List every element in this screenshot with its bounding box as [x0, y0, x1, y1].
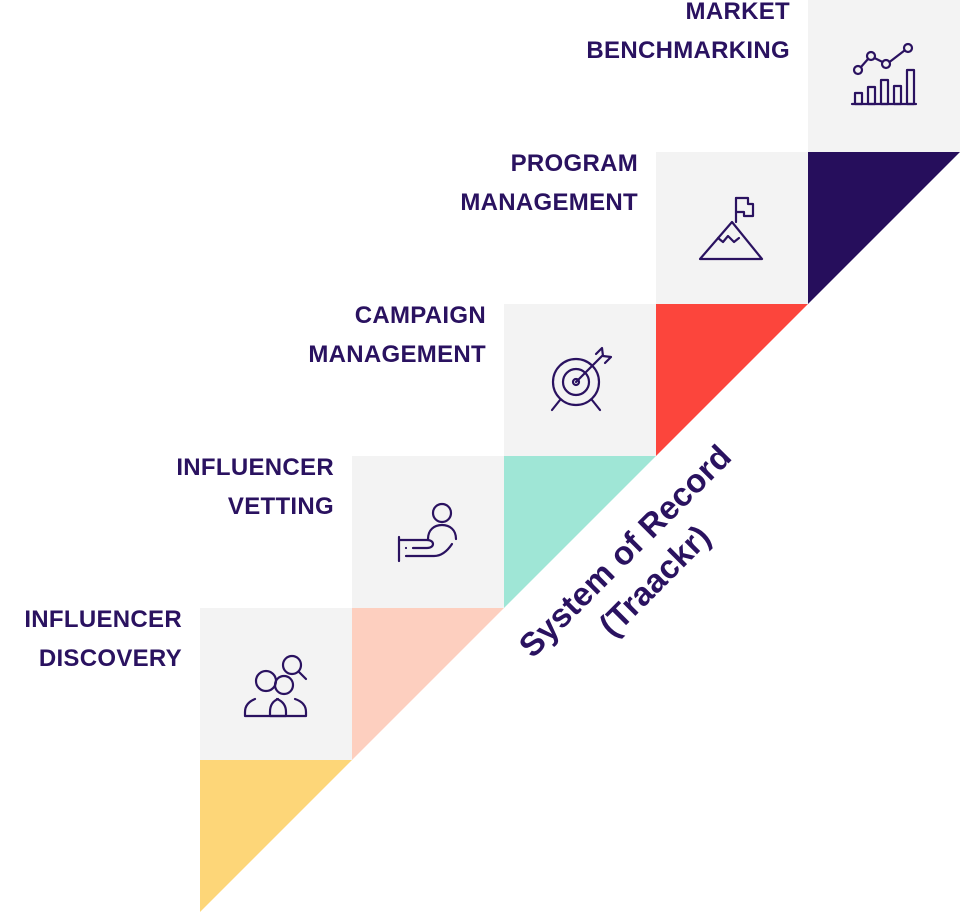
step-label-benchmarking: MARKET BENCHMARKING [586, 0, 790, 70]
triangle-benchmarking [808, 152, 960, 304]
people-search-icon [243, 654, 308, 718]
target-icon [550, 346, 613, 412]
step-label-line1: INFLUENCER [24, 606, 182, 633]
step-label-line2: MANAGEMENT [460, 189, 638, 216]
step-label-line1: INFLUENCER [176, 454, 334, 481]
step-box-program [656, 152, 808, 304]
triangle-program [656, 304, 808, 456]
step-label-line2: DISCOVERY [38, 645, 182, 672]
step-box-discovery [200, 608, 352, 760]
triangle-discovery [200, 760, 352, 912]
step-label-discovery: INFLUENCER DISCOVERY [24, 600, 182, 678]
step-label-line1: PROGRAM [510, 150, 638, 177]
step-label-line1: MARKET [685, 0, 790, 25]
step-box-benchmarking [808, 0, 960, 152]
hand-person-icon [397, 502, 458, 563]
triangle-campaign [504, 456, 656, 608]
bar-line-chart-icon [850, 42, 918, 106]
step-box-campaign [504, 304, 656, 456]
step-label-campaign: CAMPAIGN MANAGEMENT [308, 296, 486, 374]
step-label-line2: MANAGEMENT [308, 341, 486, 368]
step-label-vetting: INFLUENCER VETTING [176, 448, 334, 526]
step-label-line1: CAMPAIGN [354, 302, 486, 329]
triangle-vetting [352, 608, 504, 760]
step-box-vetting [352, 456, 504, 608]
step-label-program: PROGRAM MANAGEMENT [460, 144, 638, 222]
step-label-line2: VETTING [227, 493, 334, 520]
step-label-line2: BENCHMARKING [586, 37, 790, 64]
mountain-flag-icon [698, 196, 764, 261]
